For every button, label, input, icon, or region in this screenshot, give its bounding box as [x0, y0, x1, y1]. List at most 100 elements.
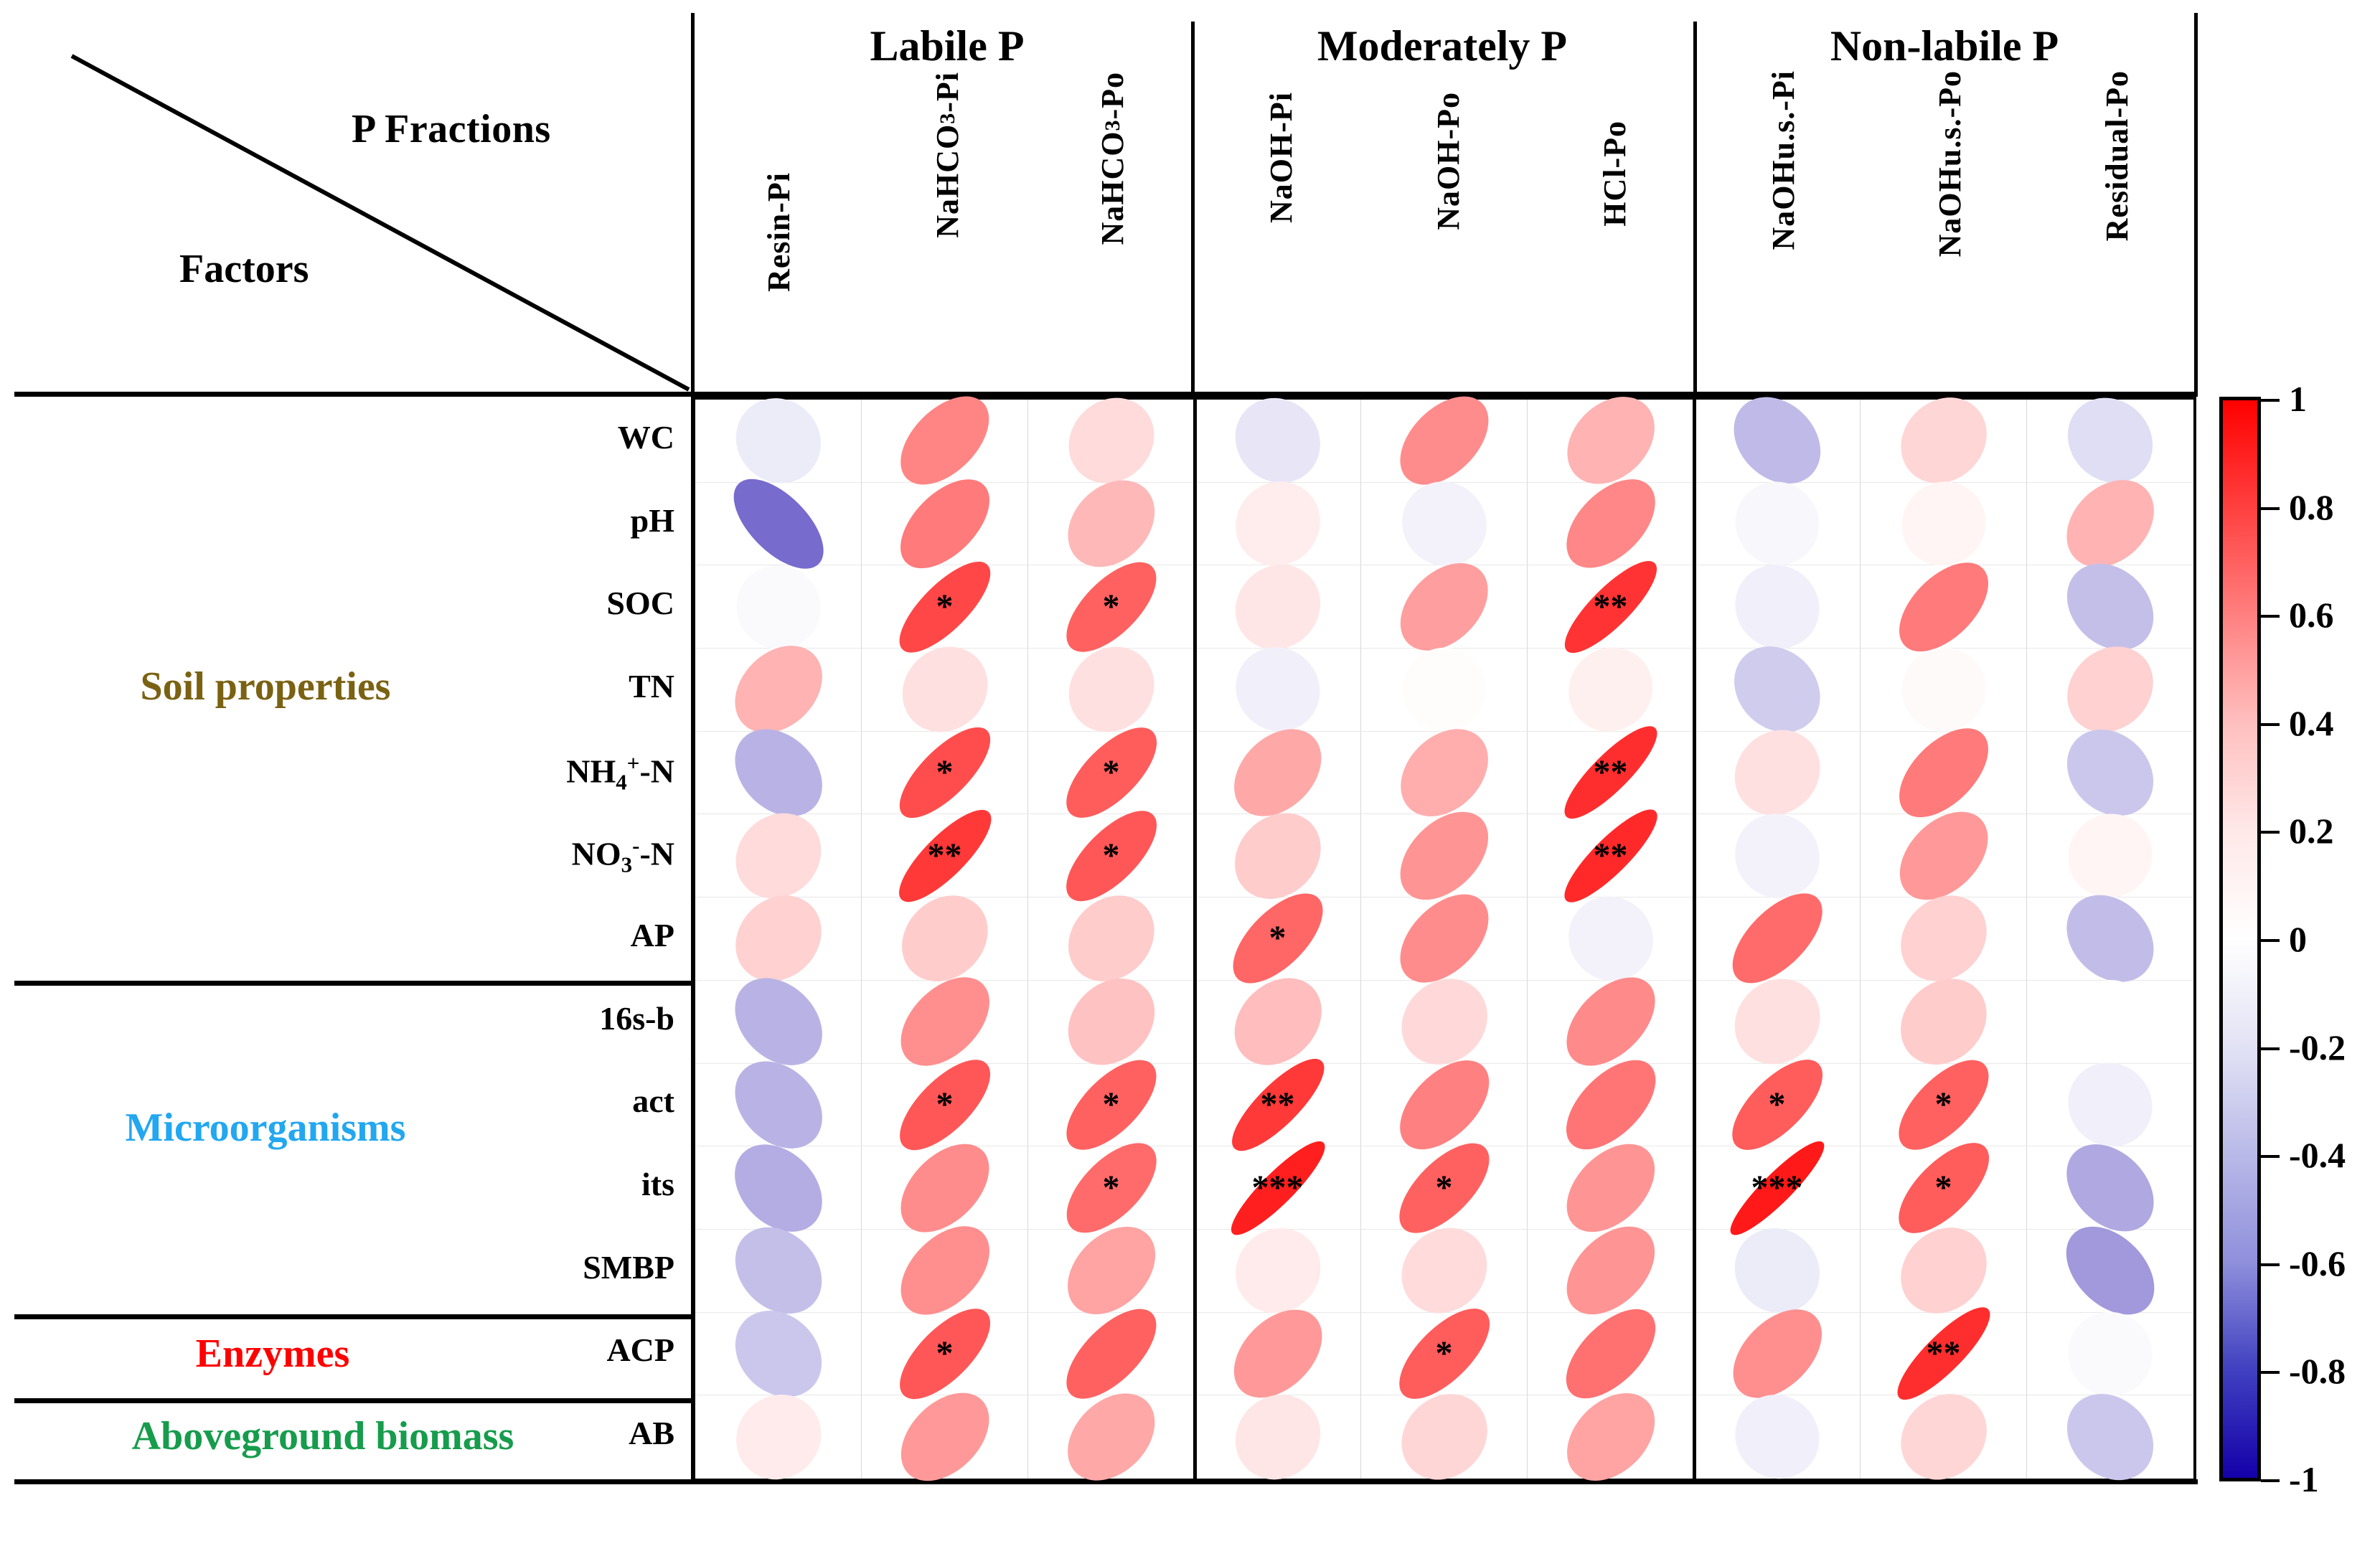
colorbar-tick [2261, 506, 2280, 510]
colorbar-tick [2261, 1371, 2280, 1375]
colorbar-tick-label: -0.6 [2289, 1243, 2346, 1283]
matrix-cell [2027, 629, 2193, 750]
significance-marker: * [1269, 919, 1287, 958]
matrix-cell [1028, 961, 1195, 1083]
colorbar-tick-label: 0.4 [2289, 702, 2334, 743]
colorbar-tick-label: -0.8 [2289, 1351, 2346, 1392]
colorbar-tick-label: -0.4 [2289, 1135, 2346, 1176]
correlation-ellipse [1218, 1377, 1337, 1497]
column-header-residual-po: Residual-Po [2099, 70, 2135, 242]
significance-marker: ** [1926, 1334, 1961, 1372]
matrix-cell: * [1028, 1045, 1195, 1165]
significance-marker: * [1102, 1085, 1120, 1123]
matrix-cell [1195, 1211, 1361, 1331]
matrix-cell [1694, 961, 1861, 1082]
row-label-ap: AP [630, 917, 674, 953]
group-title-non-labile-p: Non-labile P [1830, 22, 2059, 70]
matrix-cell [1694, 712, 1861, 833]
matrix-cell [1195, 961, 1361, 1083]
row-label-16s-b: 16s-b [599, 999, 674, 1037]
significance-marker: * [1102, 753, 1120, 792]
group-divider-micro-enzyme [14, 1314, 692, 1319]
column-header-resin-pi: Resin-Pi [761, 172, 796, 292]
matrix-cell [1694, 547, 1861, 666]
matrix-cell [1528, 630, 1694, 750]
matrix-cell: ** [1528, 549, 1694, 665]
matrix-cell: * [1028, 796, 1195, 915]
colorbar-tick [2261, 1479, 2280, 1482]
column-header-nahco3-pi: NaHCO3-Pi [930, 72, 965, 238]
matrix-cell [1028, 878, 1195, 999]
matrix-cell [1028, 380, 1195, 501]
significance-marker: * [1435, 1168, 1453, 1207]
colorbar-tick-label: 0.6 [2289, 595, 2334, 636]
matrix-cell [695, 712, 862, 834]
matrix-cell: * [862, 547, 1028, 666]
colorbar-tick-label: 0.2 [2289, 811, 2334, 852]
row-label-smbp: SMBP [583, 1248, 674, 1286]
column-header-hcl-po: HCl-Po [1597, 121, 1632, 227]
matrix-cell [2027, 546, 2193, 668]
matrix-cell [1028, 1376, 1195, 1498]
matrix-cell [1361, 1044, 1528, 1166]
matrix-cell [1528, 380, 1694, 502]
matrix-cell: * [862, 714, 1028, 832]
matrix-cell [695, 547, 862, 666]
matrix-cell [1361, 712, 1528, 834]
matrix-cell: * [1028, 713, 1195, 833]
matrix-cell [1528, 1293, 1694, 1414]
matrix-cell [1694, 1293, 1861, 1415]
colorbar [2219, 397, 2261, 1481]
matrix-cell [2027, 796, 2193, 915]
matrix-cell: * [1028, 1127, 1195, 1248]
significance-marker: * [1102, 1168, 1120, 1207]
column-header-naoh-po: NaOH-Po [1431, 92, 1466, 230]
matrix-cell [1028, 629, 1195, 750]
matrix-cell [1694, 1211, 1861, 1331]
row-label-act: act [632, 1083, 674, 1120]
matrix-cell [1861, 878, 2027, 999]
colorbar-tick [2261, 615, 2280, 618]
matrix-cell [2027, 463, 2193, 585]
row-label-acp: ACP [606, 1331, 674, 1369]
matrix-cell [695, 381, 862, 501]
matrix-cell: * [862, 1045, 1028, 1164]
matrix-cell [1528, 1210, 1694, 1331]
group-divider-enzyme-ab [14, 1398, 692, 1403]
header-vline-g2 [1191, 22, 1195, 397]
matrix-cell: ** [1195, 1047, 1361, 1163]
colorbar-tick [2261, 831, 2280, 834]
matrix-cell: ** [862, 798, 1028, 914]
significance-marker: *** [1251, 1168, 1304, 1207]
colorbar-tick [2261, 399, 2280, 402]
significance-marker: * [1102, 836, 1120, 875]
matrix-cell [1028, 1210, 1195, 1332]
matrix-cell: * [1861, 1045, 2027, 1165]
matrix-cell [1028, 1293, 1195, 1414]
matrix-cell [1361, 631, 1528, 749]
matrix-cell [1861, 795, 2027, 917]
matrix-cell [1694, 878, 1861, 999]
matrix-cell [2027, 1210, 2193, 1331]
matrix-cell: * [1861, 1128, 2027, 1248]
significance-marker: * [936, 753, 954, 792]
matrix-cell [2027, 963, 2193, 1081]
matrix-cell [1195, 547, 1361, 667]
group-title-labile-p: Labile P [870, 22, 1025, 70]
header-vline-left [691, 13, 695, 397]
correlation-ellipse [718, 1377, 838, 1497]
colorbar-tick [2261, 722, 2280, 726]
matrix-cell [1861, 464, 2027, 583]
matrix-cell [1528, 1376, 1694, 1498]
significance-marker: ** [1593, 753, 1628, 792]
matrix-cell [1028, 463, 1195, 585]
correlation-matrix-grid: ********************************* [692, 380, 2196, 1498]
matrix-cell [1528, 879, 1694, 999]
row-group-label-aboveground-biomass: Aboveground biomass [131, 1414, 514, 1458]
correlation-ellipse [1883, 1377, 2004, 1498]
column-header-nahco3-po: NaHCO3-Po [1095, 72, 1130, 245]
significance-marker: ** [1593, 587, 1628, 626]
matrix-cell [695, 628, 862, 751]
matrix-cell: * [1694, 1045, 1861, 1164]
